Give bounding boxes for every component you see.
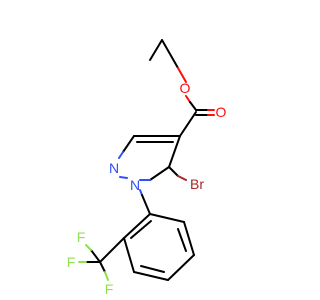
atom-f3: F: [105, 281, 114, 297]
bond-cf3-f1-green: [85, 244, 92, 251]
molecule-canvas: O O N N Br F F F: [0, 0, 300, 300]
bond-c5-n1: [149, 166, 170, 181]
background: [0, 0, 300, 300]
bond-o-ester-carbon: [189, 101, 197, 111]
bond-cf3-f1: [90, 249, 101, 263]
atom-o-carbonyl: O: [216, 104, 227, 120]
bond-cf3-f3: [99, 261, 106, 273]
bond-ch2-o: [161, 39, 179, 69]
atom-n1: N: [130, 177, 140, 193]
bond-c3-n2-blue: [118, 151, 124, 159]
atom-f2: F: [67, 254, 76, 270]
bond-cf3-f3-green: [104, 271, 109, 281]
bond-ph-2-inner: [177, 228, 187, 252]
atom-br: Br: [190, 176, 204, 192]
bond-n2-n1-blue: [119, 176, 128, 179]
atom-f1: F: [77, 229, 86, 245]
bond-o-ester-carbon-red: [185, 95, 191, 103]
bond-ph-5: [123, 237, 135, 273]
bond-ph-cf3: [99, 237, 125, 263]
bond-c5-br-red: [177, 175, 187, 181]
molecule-structure: O O N N Br F F F: [0, 0, 300, 300]
bond-ph-4-inner: [140, 265, 165, 273]
bond-ph-3: [167, 254, 195, 281]
bond-ph-2: [183, 221, 195, 256]
bond-ch3-ch2: [149, 39, 163, 61]
bond-ph-6: [123, 213, 151, 239]
bond-ester-c4: [179, 111, 197, 137]
atom-n2: N: [109, 160, 119, 176]
bond-n1-phenyl: [141, 194, 151, 215]
bond-c3-n2: [122, 135, 135, 153]
atom-o-ester: O: [180, 80, 191, 96]
bond-c4-c5: [168, 135, 181, 168]
bond-c5-br: [168, 166, 179, 177]
bond-ph-6-inner: [130, 220, 152, 239]
bond-ph-4: [133, 271, 169, 281]
bond-ch2-o-red: [177, 67, 187, 83]
bond-ph-1: [149, 213, 185, 223]
